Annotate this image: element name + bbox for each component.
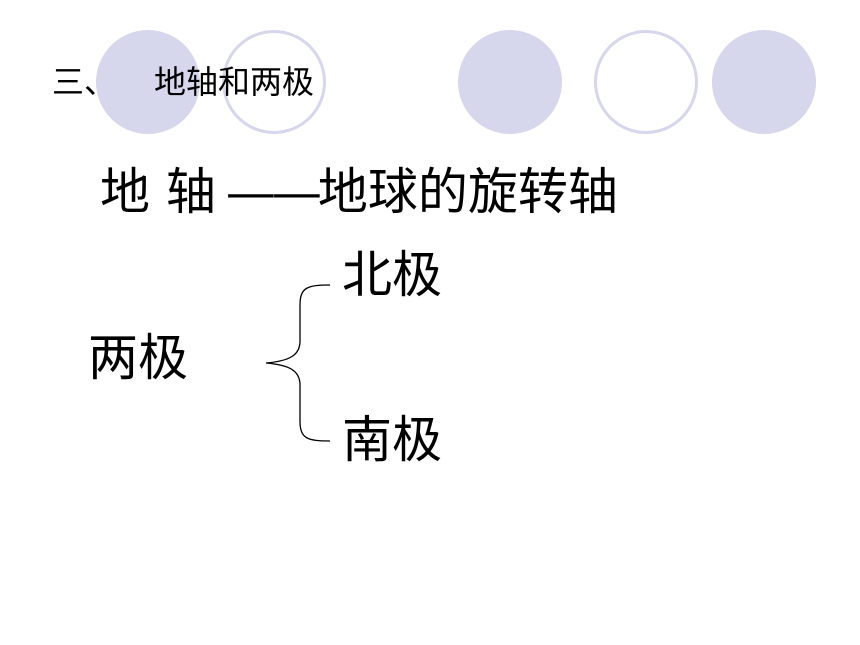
slide-heading: 三、地轴和两极 (52, 56, 314, 108)
axis-dash: —— (225, 163, 322, 221)
curly-brace-icon (265, 284, 331, 442)
decor-circle-4 (594, 30, 698, 134)
axis-meaning: 地球的旋转轴 (317, 163, 618, 221)
decor-circle-1 (96, 30, 200, 134)
section-number: 三、 (52, 63, 117, 101)
decor-circle-3 (458, 30, 562, 134)
decor-circle-2 (222, 30, 326, 134)
axis-definition: 地 轴——地球的旋转轴 (100, 162, 618, 222)
decor-circle-5 (712, 30, 816, 134)
axis-term: 地 轴 (100, 163, 216, 221)
poles-term: 两极 (88, 329, 188, 387)
section-title: 地轴和两极 (154, 63, 315, 101)
south-pole-label: 南极 (342, 411, 442, 469)
north-pole-label: 北极 (342, 246, 442, 304)
